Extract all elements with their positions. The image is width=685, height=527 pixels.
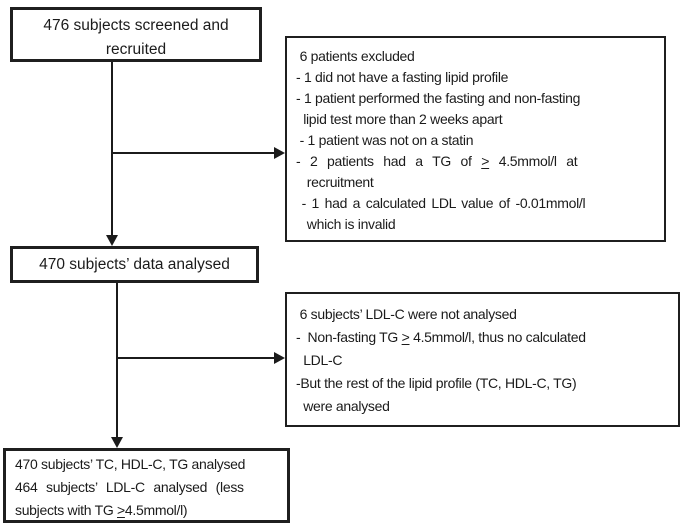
box-final-analysed-counts: 470 subjects’ TC, HDL-C, TG analysed 464 … [3,448,290,523]
arrowhead-down-to-analysed-icon [106,235,118,246]
text-line: - 2 patients had a TG of > 4.5mmol/l at [296,153,578,169]
text-line: 470 subjects’ data analysed [39,256,230,273]
text-line: 476 subjects screened and [43,17,229,34]
greater-equal-glyph: > [401,329,410,345]
greater-equal-glyph: > [481,153,490,169]
text-line: -But the rest of the lipid profile (TC, … [296,375,577,391]
text-line: 6 subjects’ LDL-C were not analysed [296,306,517,322]
arrowhead-down-to-final-icon [111,437,123,448]
text-line: recruited [105,41,167,58]
text-line: recruitment [296,174,374,190]
text-line: - 1 patient was not on a statin [296,132,474,148]
arrowhead-right-to-ldl-not-analysed-icon [274,352,285,364]
text-line: subjects with TG >4.5mmol/l) [15,502,188,518]
text-line: - 1 patient performed the fasting and no… [296,90,581,106]
connector-to-excluded-line [112,152,274,154]
box-patients-excluded: 6 patients excluded - 1 did not have a fa… [285,36,666,242]
text-line: 6 patients excluded [296,48,415,64]
box-ldl-not-analysed: 6 subjects’ LDL-C were not analysed - Non… [285,292,680,427]
text-line: - 1 had a calculated LDL value of -0.01m… [296,195,586,211]
arrowhead-right-to-excluded-icon [274,147,285,159]
greater-equal-glyph: > [117,502,125,518]
text-line: 464 subjects’ LDL-C analysed (less [15,479,244,495]
text-line: lipid test more than 2 weeks apart [296,111,503,127]
text-line: - Non-fasting TG > 4.5mmol/l, thus no ca… [296,329,586,345]
text-line: which is invalid [296,216,396,232]
text-line: 470 subjects’ TC, HDL-C, TG analysed [15,456,246,472]
text-line: were analysed [296,398,390,414]
connector-screened-to-analysed-line [111,62,113,236]
box-data-analysed: 470 subjects’ data analysed [10,246,259,283]
text-line: LDL-C [296,352,343,368]
box-subjects-screened: 476 subjects screened and recruited [10,7,262,62]
text-line: - 1 did not have a fasting lipid profile [296,69,509,85]
connector-to-ldl-not-analysed-line [117,357,274,359]
connector-analysed-to-final-line [116,283,118,438]
